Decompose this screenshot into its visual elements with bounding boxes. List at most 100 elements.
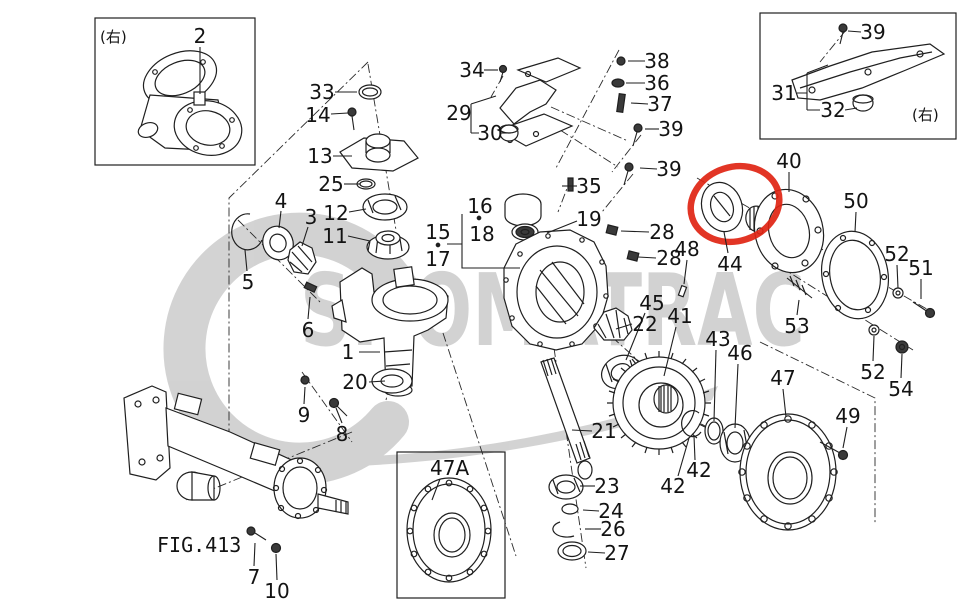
drawing-gasket-50 xyxy=(821,230,889,320)
part-callout-25: 25 xyxy=(318,172,343,196)
part-callout-39: 39 xyxy=(860,20,885,44)
part-callout-8: 8 xyxy=(336,422,349,446)
leader-line-22 xyxy=(615,323,633,330)
part-callout-26: 26 xyxy=(600,517,625,541)
part-callout-54: 54 xyxy=(888,377,913,401)
drawing-differential-housing xyxy=(503,229,609,351)
drawing-cover-47 xyxy=(738,413,838,531)
drawing-cover-47a xyxy=(406,477,492,583)
part-callout-30: 30 xyxy=(477,121,502,145)
drawing-nut-54 xyxy=(895,340,909,354)
leader-line-43 xyxy=(713,349,717,422)
part-callout-13: 13 xyxy=(307,144,332,168)
leader-line-45 xyxy=(625,312,646,361)
part-callout-21: 21 xyxy=(591,419,616,443)
drawing-bolt-51 xyxy=(912,301,936,319)
part-callout-46: 46 xyxy=(727,341,752,365)
drawing-bevel-gear-chain-left xyxy=(231,213,318,294)
part-callout-20: 20 xyxy=(342,370,367,394)
leader-line-47 xyxy=(782,388,787,418)
drawing-washer-52-lower xyxy=(868,324,880,336)
callout-leader-lines xyxy=(199,30,922,581)
part-callout-2: 2 xyxy=(194,24,207,48)
leader-line-3 xyxy=(301,226,309,247)
part-callout-5: 5 xyxy=(242,270,255,294)
leader-line-42 xyxy=(677,437,690,477)
drawing-axle-housing-beam xyxy=(123,385,349,520)
drawing-rings-24-26-27 xyxy=(552,503,587,561)
part-callout-14: 14 xyxy=(305,103,330,127)
part-callout-16: 16 xyxy=(467,194,492,218)
leader-line-44 xyxy=(723,231,729,254)
drawing-bolt-39-inset xyxy=(838,23,848,45)
part-callout-53: 53 xyxy=(784,314,809,338)
leader-line-8 xyxy=(335,407,343,424)
leader-line-11 xyxy=(347,235,371,242)
leader-line-49 xyxy=(842,426,848,449)
part-callout-27: 27 xyxy=(604,541,629,565)
part-callout-19: 19 xyxy=(576,207,601,231)
part-callout-39: 39 xyxy=(658,117,683,141)
part-callout-48: 48 xyxy=(674,237,699,261)
leader-line-42 xyxy=(693,435,696,461)
part-callout-18: 18 xyxy=(469,222,494,246)
inset-box-top-left xyxy=(94,17,256,166)
part-callout-41: 41 xyxy=(667,304,692,328)
leader-line-24 xyxy=(582,509,600,512)
drawing-bevel-gear-11 xyxy=(366,230,410,260)
drawing-bolt-7-plug-10 xyxy=(246,526,282,554)
right-note-top-right: (右) xyxy=(912,106,939,124)
leader-line-9 xyxy=(303,386,306,405)
leader-line-46 xyxy=(734,363,739,429)
leader-line-5 xyxy=(244,249,248,272)
drawing-kingpin-cap-chain xyxy=(339,84,419,221)
leader-line-50 xyxy=(854,211,857,233)
part-callout-51: 51 xyxy=(908,256,933,280)
part-callout-23: 23 xyxy=(594,474,619,498)
part-callout-39: 39 xyxy=(656,157,681,181)
part-callout-9: 9 xyxy=(298,403,311,427)
drawing-plugs-28-pin-48 xyxy=(605,224,688,298)
part-callout-52: 52 xyxy=(860,360,885,384)
leader-line-37 xyxy=(630,102,649,105)
drawing-axle-center-housing-right xyxy=(137,50,243,156)
leader-line-6 xyxy=(307,296,311,320)
part-callout-17: 17 xyxy=(425,247,450,271)
part-callout-40: 40 xyxy=(776,149,801,173)
drawing-fastener-chain-right-top xyxy=(567,56,643,192)
part-callout-44: 44 xyxy=(717,252,742,276)
part-callout-24: 24 xyxy=(598,499,623,523)
part-callout-22: 22 xyxy=(632,312,657,336)
inset-box-47a xyxy=(396,451,506,599)
inset-47a-label: 47A xyxy=(430,456,469,480)
drawing-pinion-shaft-21 xyxy=(540,357,593,480)
part-callout-42: 42 xyxy=(686,458,711,482)
leader-line-4 xyxy=(278,210,282,229)
right-note-top-left: (右) xyxy=(100,28,127,46)
part-callout-12: 12 xyxy=(323,201,348,225)
part-callout-1: 1 xyxy=(342,340,355,364)
leader-line-32 xyxy=(844,107,858,111)
drawing-flange-40 xyxy=(753,188,825,274)
leader-line-27 xyxy=(587,551,606,554)
part-callout-29: 29 xyxy=(446,101,471,125)
part-callout-38: 38 xyxy=(644,49,669,73)
leader-line-14 xyxy=(330,112,349,115)
part-callout-52: 52 xyxy=(884,242,909,266)
part-callout-33: 33 xyxy=(309,80,334,104)
part-callout-6: 6 xyxy=(302,318,315,342)
leader-line-19 xyxy=(546,220,578,234)
part-callout-3: 3 xyxy=(305,205,318,229)
leader-line-41 xyxy=(663,326,677,377)
part-callout-36: 36 xyxy=(644,71,669,95)
leader-line-21 xyxy=(571,429,593,432)
inset-box-top-right xyxy=(759,12,957,140)
drawing-nut-9-bolt-8 xyxy=(300,375,348,417)
drawing-bolt-14 xyxy=(347,107,357,131)
part-callout-45: 45 xyxy=(639,291,664,315)
part-number-callouts: 2331413251231145612098710342930383637393… xyxy=(194,20,934,601)
drawing-bearing-23 xyxy=(548,474,584,500)
figure-number-label: FIG.413 xyxy=(157,533,241,557)
